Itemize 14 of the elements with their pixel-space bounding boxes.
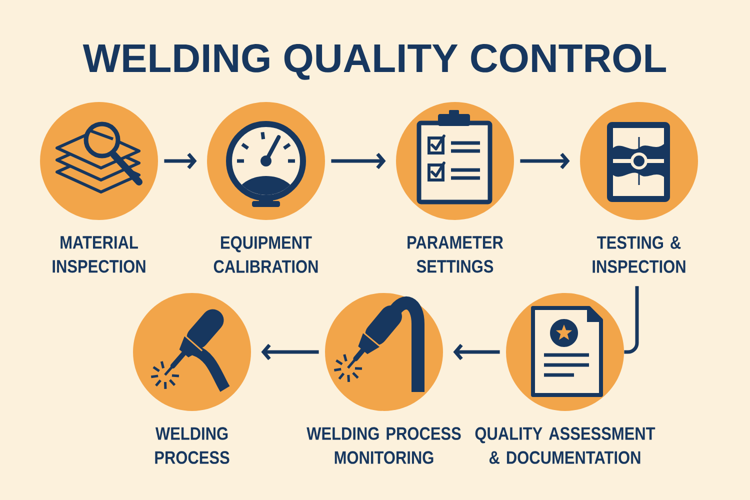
connector-line <box>624 286 639 354</box>
title: WELDING QUALITY CONTROL <box>82 44 666 80</box>
arrow <box>520 152 570 170</box>
step-label: QUALITY ASSESSMENT & DOCUMENTATION <box>475 427 656 464</box>
step-label: TESTING & INSPECTION <box>592 236 686 273</box>
step-label: MATERIAL INSPECTION <box>52 236 146 273</box>
step-label: WELDING PROCESS <box>155 427 230 464</box>
step-label: PARAMETER SETTINGS <box>408 236 504 273</box>
arrow <box>453 344 500 360</box>
arrow <box>261 344 319 360</box>
arrow <box>331 152 386 170</box>
arrow <box>164 152 197 170</box>
step-label: WELDING PROCESS MONITORING <box>306 427 461 464</box>
step-label: EQUIPMENT CALIBRATION <box>214 236 318 273</box>
